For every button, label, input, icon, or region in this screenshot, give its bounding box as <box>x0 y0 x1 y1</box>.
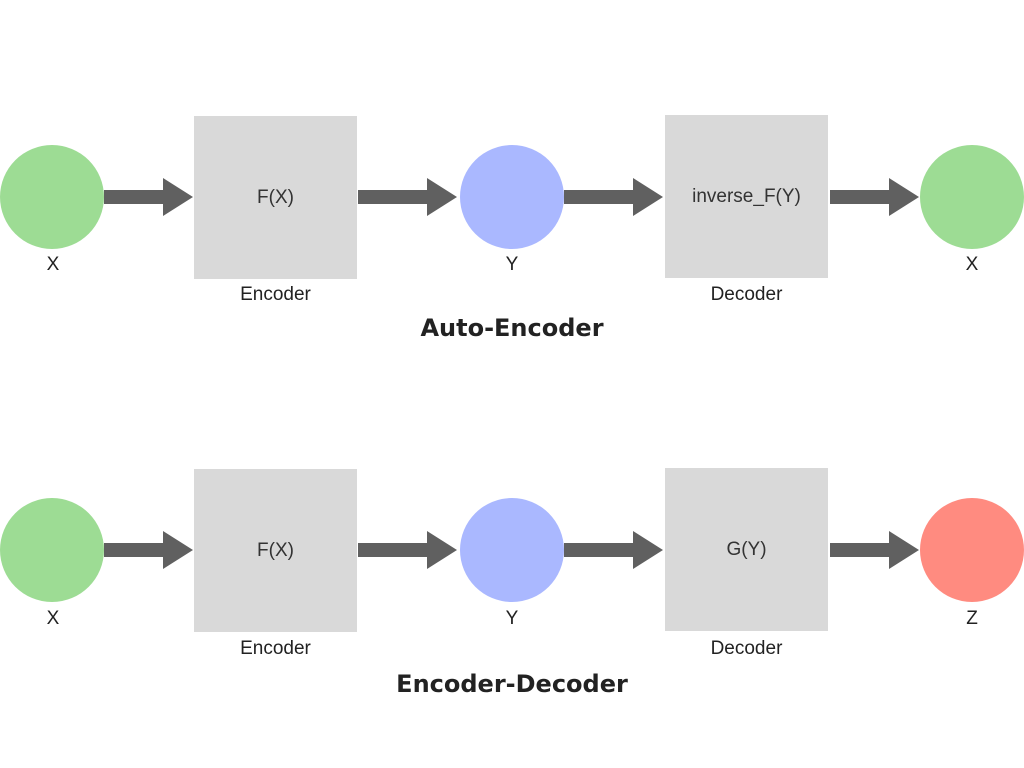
arrow-y-to-decoder-2 <box>564 531 663 569</box>
input-x-node-2 <box>0 498 104 602</box>
arrow-encoder-to-y <box>358 178 457 216</box>
decoder-box-2: G(Y) <box>665 468 828 631</box>
output-z-label: Z <box>966 608 978 629</box>
arrow-encoder-to-y-2 <box>358 531 457 569</box>
decoder-label-2: Decoder <box>710 638 783 659</box>
encoder-box-2: F(X) <box>194 469 357 632</box>
latent-y-label-2: Y <box>505 608 519 629</box>
arrow-decoder-to-x <box>830 178 919 216</box>
encoder-box: F(X) <box>194 116 357 279</box>
output-z-node <box>920 498 1024 602</box>
input-x-label: X <box>46 254 60 275</box>
encoder-decoder-title: Encoder-Decoder <box>396 670 628 698</box>
decoder-function-2: G(Y) <box>726 538 767 560</box>
arrow-x-to-encoder-2 <box>104 531 193 569</box>
arrow-y-to-decoder <box>564 178 663 216</box>
input-x-label-2: X <box>46 608 60 629</box>
encoder-label-2: Encoder <box>240 638 311 659</box>
input-x-node <box>0 145 104 249</box>
encoder-function: F(X) <box>257 186 294 208</box>
latent-y-label: Y <box>505 254 519 275</box>
latent-y-node <box>460 145 564 249</box>
decoder-function: inverse_F(Y) <box>692 185 801 207</box>
encoder-function-2: F(X) <box>257 539 294 561</box>
arrow-decoder-to-z <box>830 531 919 569</box>
output-x-label: X <box>965 254 979 275</box>
decoder-label: Decoder <box>710 284 783 305</box>
output-x-node <box>920 145 1024 249</box>
arrow-x-to-encoder <box>104 178 193 216</box>
decoder-box: inverse_F(Y) <box>665 115 828 278</box>
latent-y-node-2 <box>460 498 564 602</box>
auto-encoder-title: Auto-Encoder <box>420 314 604 342</box>
encoder-label: Encoder <box>240 284 311 305</box>
